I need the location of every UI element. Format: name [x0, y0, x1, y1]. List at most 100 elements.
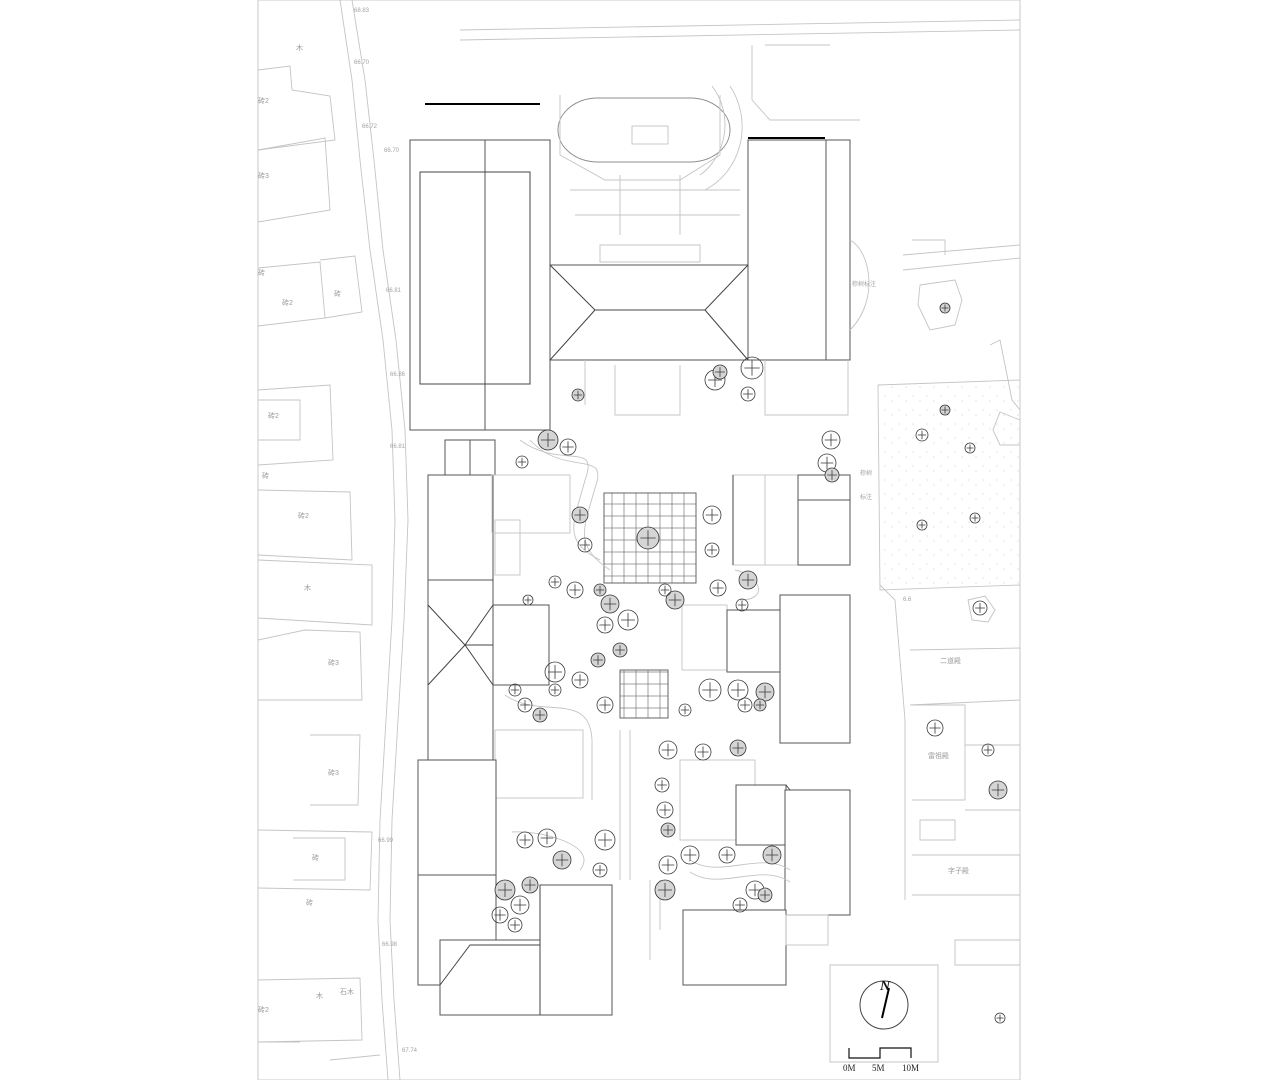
- tree-branch-mark: [765, 848, 779, 862]
- tree-branch-mark: [996, 1014, 1004, 1022]
- tree-icon: [972, 600, 988, 616]
- tree-branch-mark: [550, 685, 560, 695]
- parcel-label: 砖2: [258, 96, 269, 105]
- tree-branch-mark: [966, 444, 974, 452]
- west-context: [257, 0, 409, 1080]
- tree-branch-mark: [929, 722, 941, 734]
- tree-icon: [727, 679, 749, 701]
- tree-branch-mark: [661, 743, 675, 757]
- tree-icon: [548, 683, 562, 697]
- tree-icon: [658, 855, 678, 875]
- tree-branch-mark: [657, 780, 667, 790]
- label-east: 二道殿: [940, 656, 961, 665]
- elevation-label: 66.81: [386, 288, 402, 294]
- tree-branch-mark: [513, 898, 527, 912]
- tree-icon: [508, 683, 522, 697]
- tree-icon: [916, 519, 928, 531]
- tree-branch-mark: [721, 849, 733, 861]
- parcel-label: 木: [304, 583, 311, 592]
- tree-icon: [517, 697, 533, 713]
- tree-icon: [559, 438, 577, 456]
- tree-icon: [658, 583, 672, 597]
- tree-branch-mark: [744, 360, 760, 376]
- main-hall-west: [409, 103, 551, 431]
- tree-branch-mark: [580, 540, 590, 550]
- tree-branch-mark: [680, 705, 690, 715]
- tree-branch-mark: [520, 700, 530, 710]
- parcel-label: 砖: [334, 289, 341, 298]
- tree-icon: [969, 512, 981, 524]
- tree-branch-mark: [574, 674, 586, 686]
- tree-branch-mark: [755, 700, 765, 710]
- elevation-label: 66.70: [354, 60, 370, 66]
- tree-branch-mark: [705, 508, 719, 522]
- tree-branch-mark: [702, 682, 718, 698]
- main-hall-east: [747, 137, 851, 416]
- parcel-label: 砖3: [328, 768, 339, 777]
- tree-icon: [994, 1012, 1006, 1024]
- tree-icon: [704, 542, 720, 558]
- tree-branch-mark: [510, 685, 520, 695]
- tree-branch-mark: [743, 389, 753, 399]
- tree-icon: [548, 575, 562, 589]
- tree-branch-mark: [941, 304, 949, 312]
- tree-branch-mark: [663, 825, 673, 835]
- tree-branch-mark: [562, 441, 574, 453]
- tree-branch-mark: [603, 597, 617, 611]
- tree-branch-mark: [941, 406, 949, 414]
- parcel-label: 砖2: [258, 1005, 269, 1014]
- tree-branch-mark: [599, 699, 611, 711]
- elevation-label: 67.74: [402, 1048, 418, 1054]
- tree-branch-mark: [918, 521, 926, 529]
- tree-icon: [718, 846, 736, 864]
- tree-branch-mark: [661, 858, 675, 872]
- elevation-label: 66.70: [384, 148, 400, 154]
- tree-branch-mark: [741, 573, 755, 587]
- label-east: 棕树标注: [852, 280, 876, 288]
- scale-label-5: 5M: [872, 1063, 885, 1073]
- east-labels: 棕树标注 二道殿 雷祖殿 字子殿 棕树 标注 6.6: [852, 280, 969, 875]
- parcel-label: 砖2: [298, 511, 309, 520]
- tree-branch-mark: [548, 665, 562, 679]
- scale-label-10: 10M: [902, 1063, 919, 1073]
- tree-branch-mark: [824, 433, 838, 447]
- tree-branch-mark: [510, 920, 520, 930]
- tree-branch-mark: [599, 619, 611, 631]
- tree-branch-mark: [494, 909, 506, 921]
- tree-branch-mark: [683, 848, 697, 862]
- tree-branch-mark: [820, 456, 834, 470]
- tree-icon: [981, 743, 995, 757]
- label-east: 雷祖殿: [928, 751, 949, 760]
- tree-icon: [515, 455, 529, 469]
- parcel-label: 砖2: [268, 411, 279, 420]
- label-east: 字子殿: [948, 866, 969, 875]
- tree-icon: [740, 356, 764, 380]
- tree-branch-mark: [524, 596, 532, 604]
- tree-icon: [915, 428, 929, 442]
- west-wing-buildings: [417, 439, 613, 1016]
- tree-icon: [544, 661, 566, 683]
- tree-branch-mark: [975, 603, 985, 613]
- tree-branch-mark: [737, 600, 747, 610]
- tree-icon: [735, 598, 749, 612]
- tree-branch-mark: [715, 367, 725, 377]
- tree-icon: [522, 594, 534, 606]
- central-hall: [549, 264, 749, 416]
- east-context: [829, 239, 1021, 1063]
- tree-branch-mark: [740, 700, 750, 710]
- tree-branch-mark: [541, 433, 555, 447]
- parcel-label: 砖: [258, 268, 265, 277]
- label-east: 棕树: [860, 469, 872, 477]
- tree-icon: [698, 678, 722, 702]
- tree-branch-mark: [732, 742, 744, 754]
- elevation-label: 66.81: [390, 444, 406, 450]
- tree-branch-mark: [659, 804, 671, 816]
- tree-icon: [821, 430, 841, 450]
- label-east: 标注: [860, 493, 872, 501]
- tree-branch-mark: [658, 883, 672, 897]
- tree-branch-mark: [517, 457, 527, 467]
- east-wing-buildings: [679, 474, 851, 986]
- scale-label-0: 0M: [843, 1063, 856, 1073]
- tree-branch-mark: [569, 584, 581, 596]
